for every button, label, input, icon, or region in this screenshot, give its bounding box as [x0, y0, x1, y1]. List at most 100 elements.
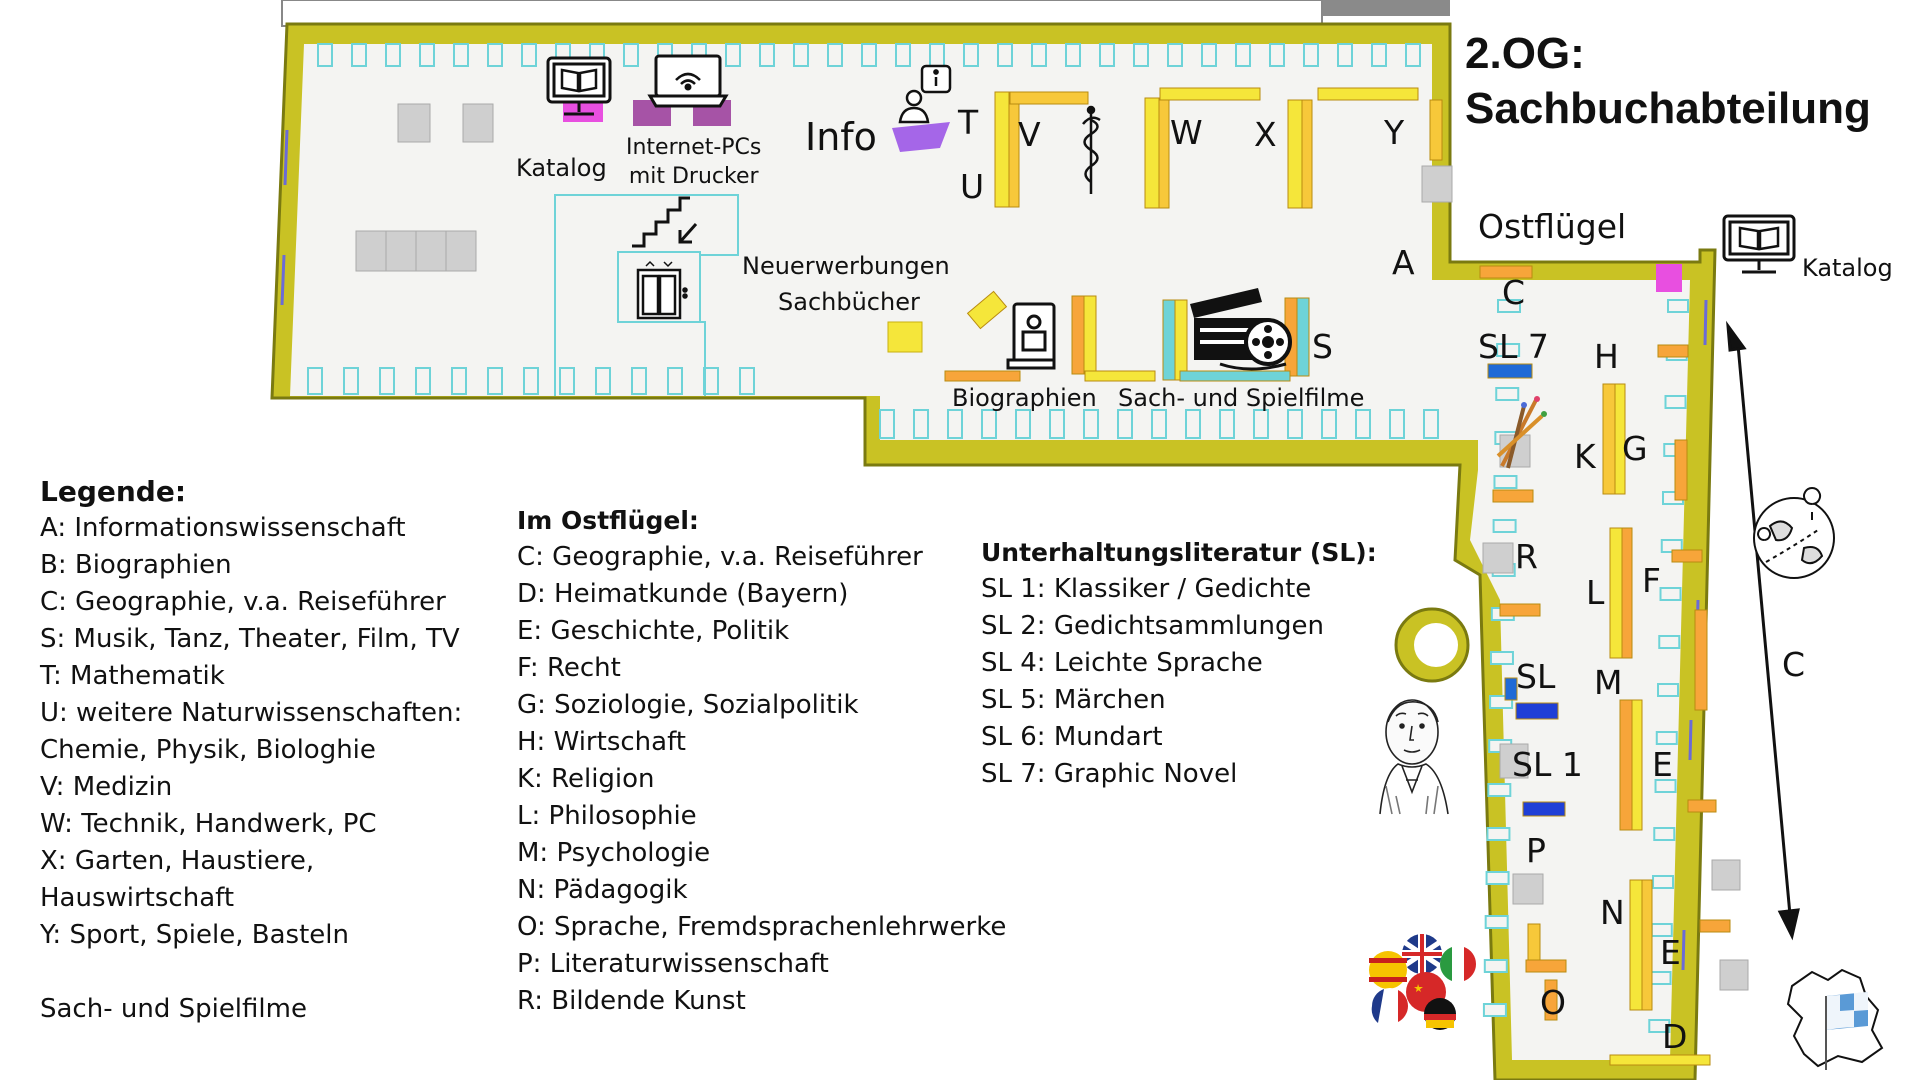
language-flags-icon [1369, 934, 1476, 1030]
top-edge-frame [281, 0, 1323, 27]
window-niche [379, 367, 395, 395]
legend-item: U: weitere Naturwissenschaften: [40, 698, 463, 728]
legend-item: SL 5: Märchen [981, 685, 1166, 715]
window-niche [1492, 519, 1517, 533]
window-niche [559, 367, 575, 395]
window-niche [1235, 43, 1251, 67]
window-niche [1649, 971, 1672, 985]
legend-item: W: Technik, Handwerk, PC [40, 809, 377, 839]
elevator-icon [636, 260, 688, 320]
window-niche [1652, 875, 1675, 889]
window-niche [1167, 43, 1183, 67]
window-niche [739, 367, 755, 395]
window-niche [1151, 409, 1167, 439]
window-niche [1117, 409, 1133, 439]
legend-item: A: Informationswissenschaft [40, 513, 406, 543]
legend-item: F: Recht [517, 653, 621, 683]
window-niche [1287, 409, 1303, 439]
window-niche [861, 43, 877, 67]
window-niche [487, 43, 503, 67]
window-niche [1219, 409, 1235, 439]
shelf-label-d: D [1662, 1017, 1688, 1056]
window-niche [1201, 43, 1217, 67]
shelf-label-h: H [1594, 337, 1619, 376]
legend-item: P: Literaturwissenschaft [517, 949, 829, 979]
window-niche [1485, 871, 1510, 885]
ostfluegel-label: Ostflügel [1478, 207, 1627, 246]
window-niche [793, 43, 809, 67]
window-niche [1655, 731, 1678, 745]
window-niche [1371, 43, 1387, 67]
window-niche [1253, 409, 1269, 439]
window-niche [1482, 1003, 1507, 1017]
legend-main: Legende: A: Informationswissenschaft B: … [40, 473, 462, 1028]
legend-sl: Unterhaltungsliteratur (SL): SL 1: Klass… [981, 534, 1377, 793]
legend-item: Sach- und Spielfilme [40, 994, 307, 1024]
window-niche [1497, 299, 1521, 313]
window-niche [1303, 43, 1319, 67]
window-niche [1423, 409, 1439, 439]
shelf-label-e-upper: E [1652, 745, 1673, 784]
shelf-label-m: M [1594, 663, 1623, 702]
shelf-label-n: N [1600, 893, 1625, 932]
window-niche [1065, 43, 1081, 67]
shelves [887, 87, 1731, 1066]
info-desk-icon [898, 64, 952, 124]
shelf-label-c-top: C [1502, 273, 1526, 312]
window-niche [1321, 409, 1337, 439]
window-niche [487, 367, 503, 395]
catalog-computer-icon-east [1722, 214, 1796, 274]
window-niche [1648, 1019, 1671, 1033]
window-niche [1185, 409, 1201, 439]
window-niche [1487, 783, 1512, 797]
caduceus-icon [1082, 105, 1101, 194]
legend-item: T: Mathematik [40, 661, 225, 691]
legend-item: L: Philosophie [517, 801, 697, 831]
shelf-label-sl7: SL 7 [1478, 327, 1549, 366]
shelf-label-y: Y [1384, 113, 1405, 152]
window-niche [1389, 409, 1405, 439]
window-niche [1031, 43, 1047, 67]
shelf-label-k: K [1574, 437, 1596, 476]
top-edge-block [1320, 0, 1450, 16]
window-niche [947, 409, 963, 439]
window-niche [1659, 587, 1682, 601]
catalog-terminal-west [563, 100, 603, 122]
legend-item: G: Soziologie, Sozialpolitik [517, 690, 859, 720]
window-niche [351, 43, 367, 67]
internet-pcs-label: Internet-PCs mit Drucker [626, 135, 762, 189]
legend-item: M: Psychologie [517, 838, 711, 868]
window-niche [415, 367, 431, 395]
legend-item: Hauswirtschaft [40, 883, 235, 913]
shelf-label-a: A [1392, 243, 1415, 282]
window-niche [623, 43, 639, 67]
window-niche [1269, 43, 1285, 67]
legend-item: E: Geschichte, Politik [517, 616, 790, 646]
legend-item: S: Musik, Tanz, Theater, Film, TV [40, 624, 460, 654]
double-arrow-icon [1726, 320, 1800, 941]
legend-item: R: Bildende Kunst [517, 986, 746, 1016]
legend-item: SL 6: Mundart [981, 722, 1163, 752]
window-niche [595, 367, 611, 395]
window-niche [1099, 43, 1115, 67]
window-niche [1405, 43, 1421, 67]
window-niche [725, 43, 741, 67]
window-niche [1657, 683, 1680, 697]
bavaria-map-icon [1786, 968, 1884, 1070]
sachfilme-label: Sach- und Spielfilme [1118, 384, 1365, 412]
neuerwerbungen-label-2: Sachbücher [778, 288, 920, 316]
window-niche [1496, 343, 1521, 357]
window-niche [343, 367, 359, 395]
shelf-label-p: P [1526, 831, 1546, 870]
window-niche [1015, 409, 1031, 439]
window-niche [1355, 409, 1371, 439]
legend-item: N: Pädagogik [517, 875, 688, 905]
window-niche [997, 43, 1013, 67]
shelf-label-c-side: C [1782, 645, 1806, 684]
title-department: Sachbuchabteilung [1465, 84, 1871, 133]
shelf-label-s: S [1312, 327, 1333, 366]
window-niche [929, 43, 945, 67]
window-niche [307, 367, 323, 395]
catalog-computer-icon [546, 56, 612, 116]
